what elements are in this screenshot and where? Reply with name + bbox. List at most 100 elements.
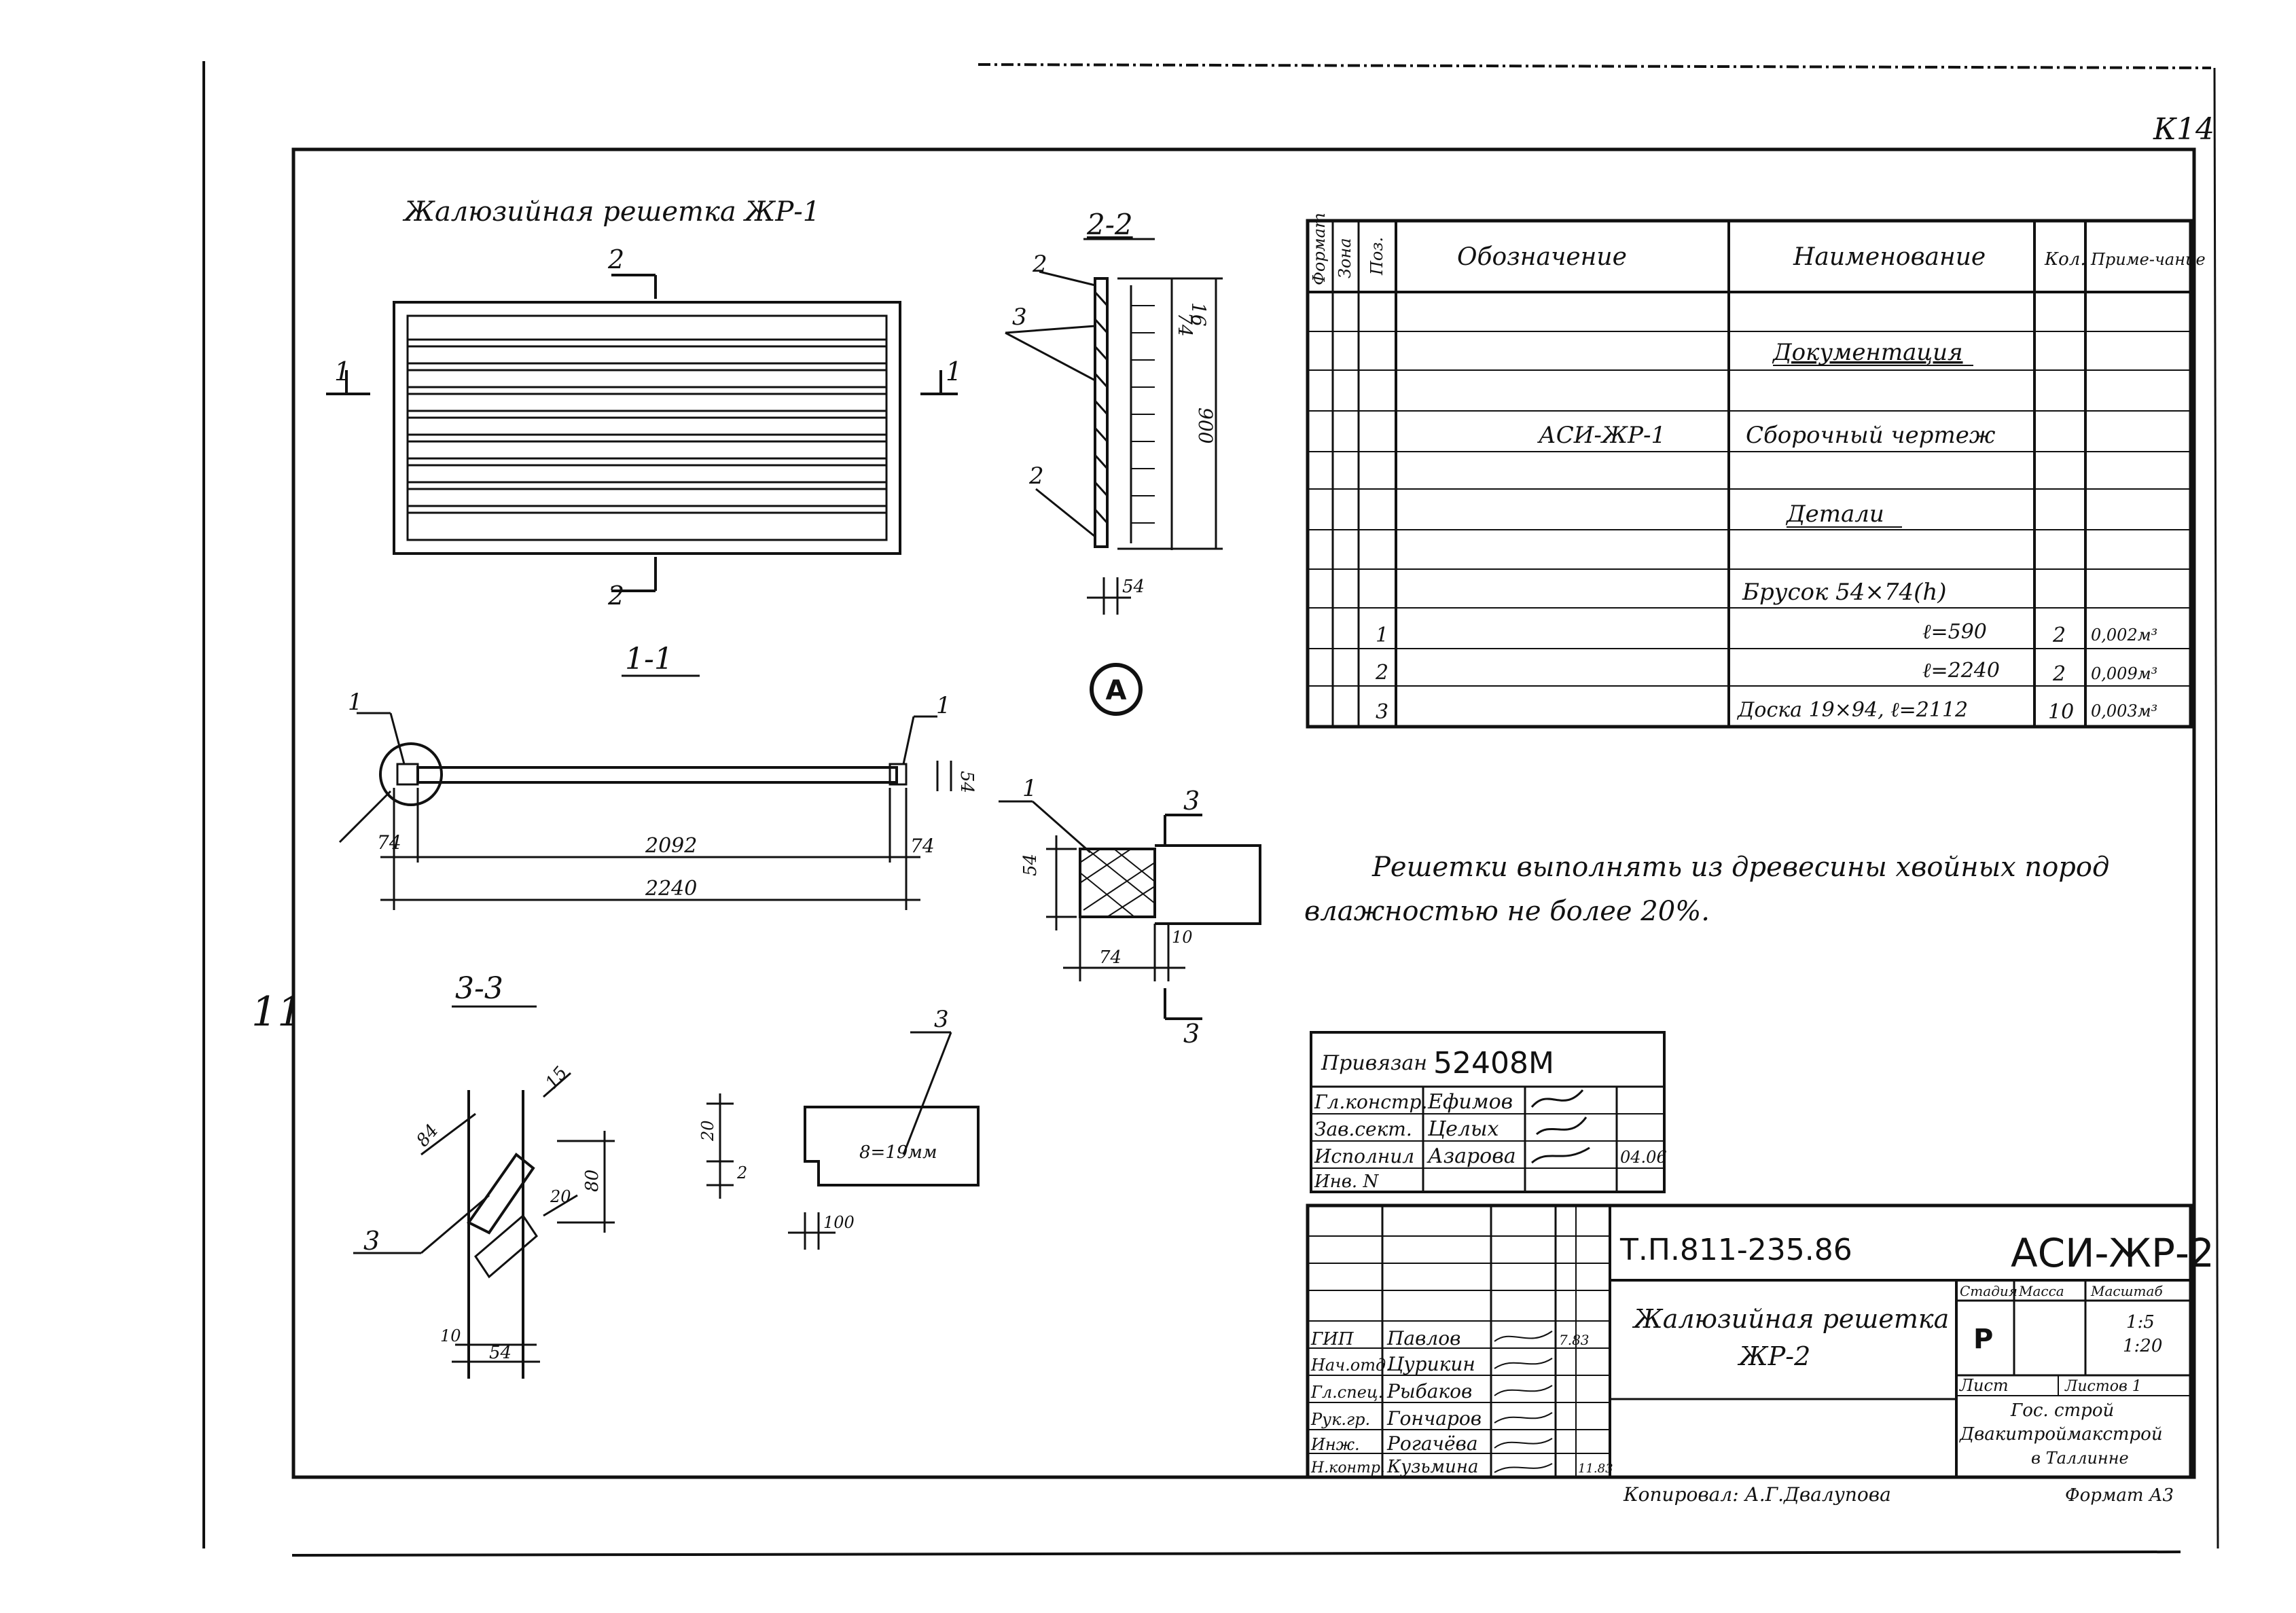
section-1-1-title: 1-1 xyxy=(625,642,673,676)
stage-header-stage: Стадия xyxy=(1960,1283,2017,1299)
stamp-name-3: Азарова xyxy=(1427,1144,1516,1168)
person-role-6: Н.контр. xyxy=(1310,1460,1385,1476)
spec-header-name: Наименование xyxy=(1793,243,1986,271)
spec-row-1-name: ℓ=590 xyxy=(1922,620,1987,644)
stage-header-mass: Масса xyxy=(2018,1283,2064,1299)
stamp-role-3: Исполнил xyxy=(1314,1145,1414,1167)
s33-dim-54: 54 xyxy=(489,1343,512,1363)
spec-row-2-qty: 2 xyxy=(2052,662,2066,686)
node-detail xyxy=(999,800,1261,1020)
copied-by: Копировал: А.Г.Двалупова xyxy=(1623,1483,1891,1506)
title-line-1: Жалюзийная решетка xyxy=(1632,1304,1949,1334)
note-line-1: Решетки выполнять из древесины хвойных п… xyxy=(1371,852,2109,883)
section-2-2-title: 2-2 xyxy=(1086,208,1133,241)
spec-header-zone: Зона xyxy=(1335,238,1355,278)
board-thickness: 8=19мм xyxy=(859,1142,937,1163)
stamp-role-2: Зав.сект. xyxy=(1314,1118,1412,1140)
dim-slat-54: 54 xyxy=(1122,577,1145,597)
dim-overall-2240: 2240 xyxy=(645,877,697,901)
front-view xyxy=(326,274,958,592)
section-3-3 xyxy=(353,1072,615,1379)
stamp-role-1: Гл.констр. xyxy=(1314,1091,1427,1113)
leader-1-right: 1 xyxy=(936,692,951,719)
left-margin-mark: 11 xyxy=(251,988,303,1036)
person-role-5: Инж. xyxy=(1310,1435,1360,1454)
sheets-label: Листов 1 xyxy=(2064,1378,2142,1395)
binding-stamp xyxy=(1310,1031,1666,1193)
spec-header-note: Приме-чание xyxy=(2090,250,2206,269)
person-role-3: Гл.спец. xyxy=(1310,1383,1383,1402)
leader-3: 3 xyxy=(1012,304,1027,331)
cut-label-3-bottom: 3 xyxy=(1183,1019,1200,1049)
s33-dim-80: 80 xyxy=(582,1170,603,1192)
node-leader-1: 1 xyxy=(1022,775,1037,802)
s33-leader-3: 3 xyxy=(363,1226,380,1256)
cut-label-2-bottom: 2 xyxy=(607,581,624,611)
spec-row-3-qty: 10 xyxy=(2048,700,2074,724)
leader-2-bottom: 2 xyxy=(1028,463,1044,490)
person-role-2: Нач.отд. xyxy=(1310,1356,1391,1375)
stamp-role-4: Инв. N xyxy=(1314,1172,1379,1192)
board-leader-3: 3 xyxy=(934,1006,949,1033)
bound-label: Привязан xyxy=(1321,1051,1427,1075)
person-name-6: Кузьмина xyxy=(1386,1457,1478,1477)
spec-row-documentation: Документация xyxy=(1772,339,1963,366)
cut-label-1-left: 1 xyxy=(334,357,351,386)
person-date-6: 11.83 xyxy=(1578,1462,1613,1476)
board-dim-20: 20 xyxy=(698,1120,717,1142)
spec-row-bar: Брусок 54×74(h) xyxy=(1742,579,1947,606)
sheet-frame xyxy=(202,61,2219,1557)
spec-row-1-pos: 1 xyxy=(1376,623,1388,647)
stamp-name-1: Ефимов xyxy=(1427,1090,1513,1114)
person-date-1: 7.83 xyxy=(1559,1332,1590,1348)
stamp-date-3: 04.06 xyxy=(1620,1148,1667,1167)
node-dim-54: 54 xyxy=(1020,854,1041,876)
format-label: Формат А3 xyxy=(2065,1485,2174,1506)
section-3-3-title: 3-3 xyxy=(455,971,503,1006)
cut-label-3-top: 3 xyxy=(1183,786,1200,816)
title-signatures xyxy=(1494,1330,1553,1473)
person-name-1: Павлов xyxy=(1386,1327,1460,1349)
leader-1-left: 1 xyxy=(348,689,363,716)
sheet-label: Лист xyxy=(1959,1376,2009,1395)
dim-slat-74-right: 74 xyxy=(910,835,935,857)
node-a-marker xyxy=(1090,663,1143,716)
spec-row-2-pos: 2 xyxy=(1375,661,1388,685)
org-line-1: Гос. строй xyxy=(2010,1400,2114,1421)
spec-header-designation: Обозначение xyxy=(1457,243,1627,271)
person-name-4: Гончаров xyxy=(1386,1407,1482,1430)
spec-row-assembly-name: Сборочный чертеж xyxy=(1746,422,1996,449)
view-title: Жалюзийная решетка ЖР-1 xyxy=(402,196,820,228)
spec-row-1-note: 0,002м³ xyxy=(2091,626,2157,645)
tp-code: Т.П.811-235.86 xyxy=(1619,1233,1852,1267)
bound-number: 52408М xyxy=(1433,1046,1554,1081)
spec-row-2-note: 0,009м³ xyxy=(2091,664,2157,683)
dim-v-16: 16 xyxy=(1187,302,1210,327)
spec-row-1-qty: 2 xyxy=(2052,623,2066,647)
board-detail xyxy=(706,1031,980,1250)
stage-header-scale: Масштаб xyxy=(2090,1283,2163,1299)
board-dim-2: 2 xyxy=(736,1163,747,1182)
corner-mark: К14 xyxy=(2153,112,2214,147)
dim-slat-74-left: 74 xyxy=(377,831,401,854)
board-dim-100: 100 xyxy=(823,1213,855,1232)
spec-row-3-pos: 3 xyxy=(1376,700,1388,724)
cut-label-1-right: 1 xyxy=(946,357,962,386)
person-name-2: Цурикин xyxy=(1386,1353,1475,1375)
dim-v-74: 74 xyxy=(1174,312,1196,337)
spec-row-2-name: ℓ=2240 xyxy=(1922,659,2000,683)
cut-label-2-top: 2 xyxy=(607,244,624,274)
spec-row-3-note: 0,003м³ xyxy=(2091,702,2157,721)
spec-row-assembly-code: АСИ-ЖР-1 xyxy=(1537,422,1666,449)
org-line-3: в Таллинне xyxy=(2031,1449,2129,1468)
s33-dim-84: 84 xyxy=(412,1121,442,1151)
title-block xyxy=(1306,1203,2193,1479)
dim-slat-54-side: 54 xyxy=(956,771,977,793)
stage-value: Р xyxy=(1973,1324,1993,1355)
s33-dim-20: 20 xyxy=(550,1187,571,1206)
spec-header-qty: Кол. xyxy=(2044,249,2086,270)
person-role-1: ГИП xyxy=(1310,1329,1355,1349)
node-a-label: A xyxy=(1106,675,1127,706)
spec-row-details: Детали xyxy=(1785,501,1884,528)
